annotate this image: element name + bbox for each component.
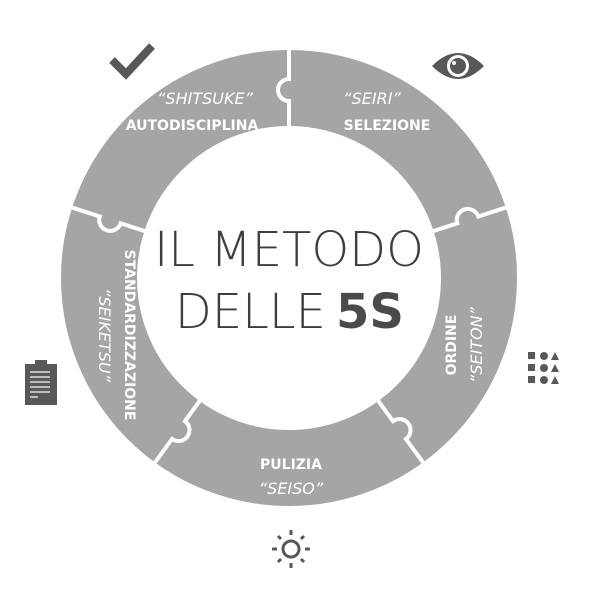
puzzle-seam <box>276 48 291 128</box>
label-standardizzazione: STANDARDIZZAZIONE <box>121 250 137 421</box>
checkmark-icon <box>109 43 155 80</box>
segment-shitsuke: “SHITSUKE” AUTODISCIPLINA <box>126 89 259 134</box>
sun-icon <box>272 530 310 568</box>
label-selezione: SELEZIONE <box>344 118 431 134</box>
eye-icon <box>432 53 484 79</box>
label-seiri: “SEIRI” <box>343 89 401 108</box>
puzzle-seam <box>431 205 509 234</box>
label-pulizia: PULIZIA <box>260 457 322 473</box>
segment-seiton: ORDINE “SEITON” <box>444 306 486 383</box>
title-line-1: IL METODO <box>154 222 424 278</box>
label-ordine: ORDINE <box>444 315 460 376</box>
label-seiso: “SEISO” <box>259 479 324 498</box>
puzzle-seam <box>152 398 203 466</box>
ring-band <box>61 50 517 506</box>
title-5s: 5S <box>336 284 404 340</box>
segment-seiso: PULIZIA “SEISO” <box>259 457 324 498</box>
center-title: IL METODO DELLE 5S <box>154 222 424 340</box>
puzzle-seam <box>69 205 147 234</box>
segment-seiketsu: STANDARDIZZAZIONE “SEIKETSU” <box>95 250 137 421</box>
label-shitsuke: “SHITSUKE” <box>157 89 253 108</box>
ring <box>61 48 517 506</box>
label-seiton: “SEITON” <box>467 306 486 383</box>
label-autodisciplina: AUTODISCIPLINA <box>126 118 259 134</box>
clipboard-icon <box>25 360 57 405</box>
shapes-grid-icon <box>528 352 559 384</box>
label-seiketsu: “SEIKETSU” <box>95 288 114 383</box>
puzzle-seam <box>375 398 426 466</box>
segment-seiri: “SEIRI” SELEZIONE <box>343 89 430 134</box>
title-line-2-prefix: DELLE <box>175 284 326 340</box>
